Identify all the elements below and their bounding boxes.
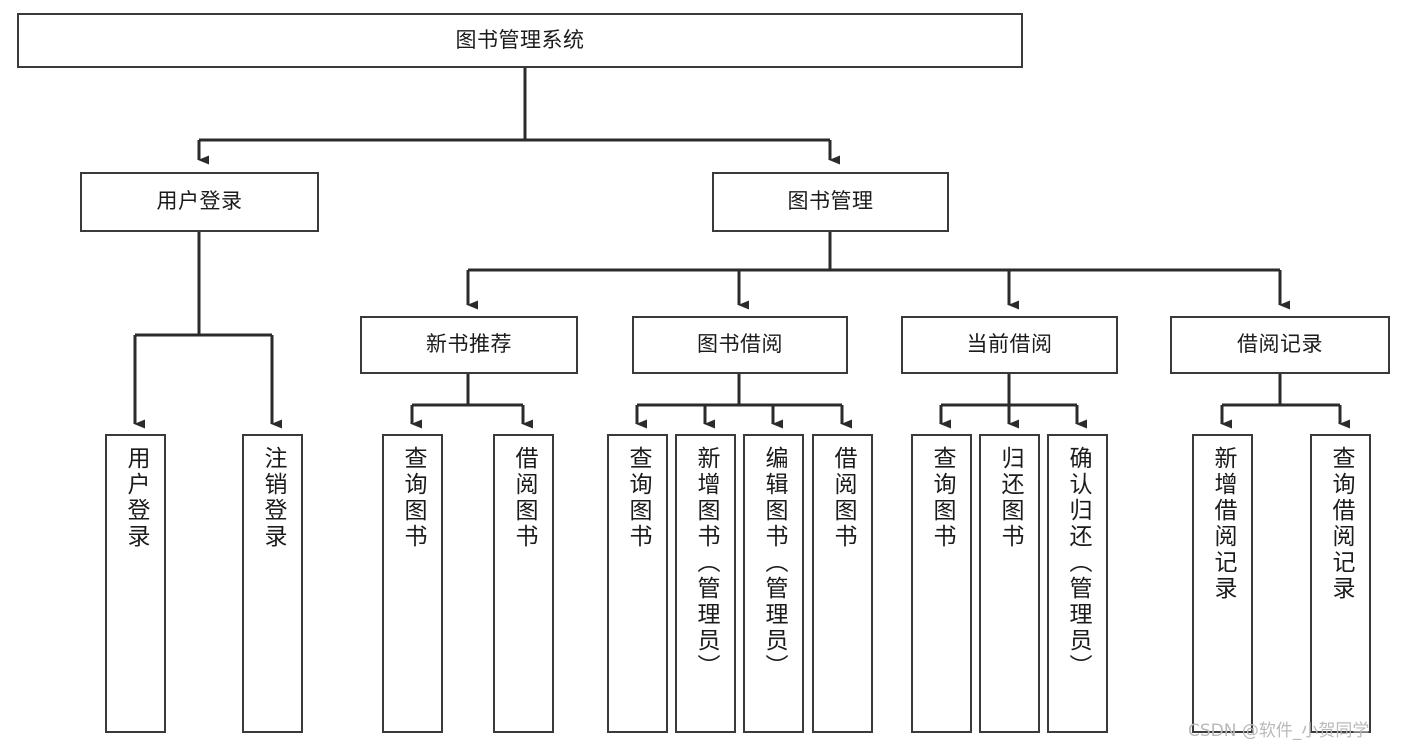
node-label: 新书推荐 — [426, 332, 512, 357]
node-label: 当前借阅 — [966, 332, 1053, 357]
node-label: 查询图书 — [400, 446, 426, 550]
leaf-current-borrow-query-book[interactable]: 查询图书 — [911, 434, 972, 733]
node-current-borrow[interactable]: 当前借阅 — [901, 316, 1118, 374]
node-label: 用户登录 — [156, 189, 243, 214]
leaf-book-borrow-query-book[interactable]: 查询图书 — [607, 434, 668, 733]
node-label: 借阅图书 — [830, 446, 856, 550]
node-label: 注销登录 — [260, 446, 286, 550]
leaf-book-borrow-edit-book-admin[interactable]: 编辑图书（管理员） — [743, 434, 804, 733]
leaf-borrow-record-add-record[interactable]: 新增借阅记录 — [1192, 434, 1253, 733]
node-label: 用户登录 — [123, 446, 149, 550]
node-label: 借阅记录 — [1237, 332, 1323, 357]
node-label: 归还图书 — [997, 446, 1023, 550]
leaf-user-login-login[interactable]: 用户登录 — [105, 434, 166, 733]
node-label: 图书借阅 — [697, 332, 783, 357]
node-user-login[interactable]: 用户登录 — [80, 172, 319, 232]
csdn-watermark: CSDN @软件_小贺同学 — [1188, 721, 1370, 741]
node-new-book-recommend[interactable]: 新书推荐 — [360, 316, 578, 374]
leaf-book-borrow-borrow-book[interactable]: 借阅图书 — [812, 434, 873, 733]
node-label: 查询图书 — [625, 446, 651, 550]
leaf-new-book-query-book[interactable]: 查询图书 — [382, 434, 443, 733]
node-label: 新增图书（管理员） — [693, 446, 719, 680]
node-label: 编辑图书（管理员） — [761, 446, 787, 680]
node-label: 查询图书 — [929, 446, 955, 550]
leaf-borrow-record-query-record[interactable]: 查询借阅记录 — [1310, 434, 1371, 733]
node-label: 图书管理 — [787, 189, 874, 214]
node-label: 图书管理系统 — [455, 27, 585, 52]
node-borrow-record[interactable]: 借阅记录 — [1170, 316, 1390, 374]
node-label: 新增借阅记录 — [1210, 446, 1236, 602]
leaf-current-borrow-return-book[interactable]: 归还图书 — [979, 434, 1040, 733]
node-book-management[interactable]: 图书管理 — [712, 172, 949, 232]
node-label: 确认归还（管理员） — [1065, 446, 1091, 680]
node-book-borrow[interactable]: 图书借阅 — [632, 316, 848, 374]
leaf-user-login-logout[interactable]: 注销登录 — [242, 434, 303, 733]
leaf-current-borrow-confirm-return-admin[interactable]: 确认归还（管理员） — [1047, 434, 1108, 733]
leaf-new-book-borrow-book[interactable]: 借阅图书 — [493, 434, 554, 733]
node-label: 查询借阅记录 — [1328, 446, 1354, 602]
leaf-book-borrow-add-book-admin[interactable]: 新增图书（管理员） — [675, 434, 736, 733]
node-root-book-management-system[interactable]: 图书管理系统 — [17, 13, 1023, 68]
node-label: 借阅图书 — [511, 446, 537, 550]
